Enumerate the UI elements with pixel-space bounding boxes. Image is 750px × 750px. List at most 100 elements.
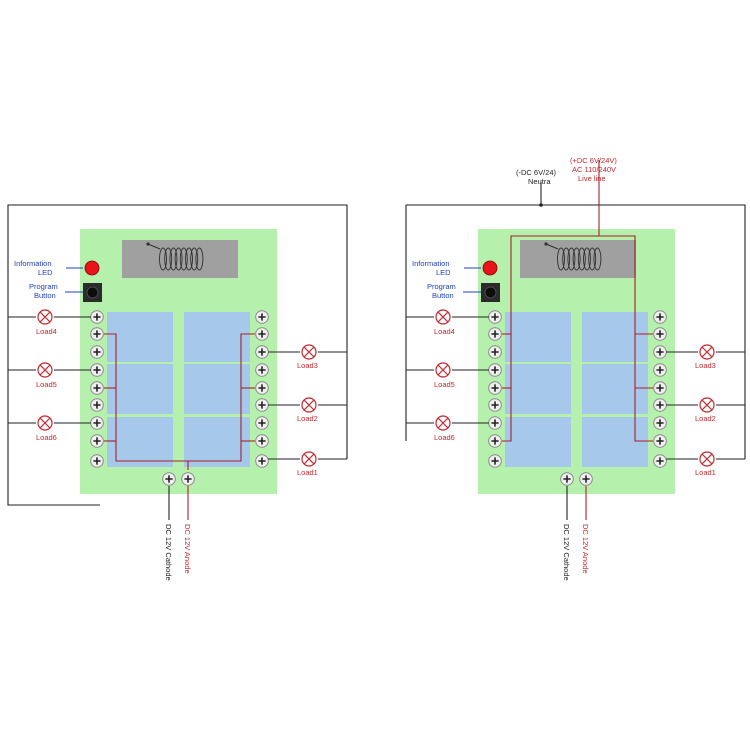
plus-icon xyxy=(656,330,664,338)
lamp-cross xyxy=(303,346,315,358)
terminal-right xyxy=(653,363,667,377)
terminal-right xyxy=(653,416,667,430)
load-label: Load6 xyxy=(434,433,455,442)
plus-icon xyxy=(258,330,266,338)
positive-bus-wire xyxy=(104,333,255,462)
program-button-label: Button xyxy=(432,291,454,300)
load-label: Load1 xyxy=(297,468,318,477)
plus-icon xyxy=(656,457,664,465)
relay-block xyxy=(505,417,571,467)
relay-block xyxy=(184,312,250,362)
coil-turn xyxy=(195,247,204,271)
lamp-icon xyxy=(435,415,451,431)
coil-turn xyxy=(164,247,173,271)
coil-turn xyxy=(572,247,581,271)
lamp-icon xyxy=(301,344,317,360)
plus-icon xyxy=(491,419,499,427)
program-button-knob xyxy=(86,286,99,299)
coil-turn xyxy=(557,247,565,271)
load-label: Load3 xyxy=(695,361,716,370)
terminal-right xyxy=(255,416,269,430)
coil-turn xyxy=(185,247,193,271)
live-label: Live line xyxy=(578,174,606,183)
relay-block xyxy=(107,312,173,362)
terminal-dc-anode xyxy=(579,472,593,486)
terminal-dc-cathode xyxy=(162,472,176,486)
plus-icon xyxy=(258,401,266,409)
relay-block xyxy=(582,312,648,362)
terminal-right xyxy=(255,345,269,359)
program-button-label: Program xyxy=(427,282,456,291)
dc-anode-label: DC 12V Anode xyxy=(581,524,590,574)
plus-icon xyxy=(656,313,664,321)
plus-icon xyxy=(656,419,664,427)
led-icon xyxy=(84,260,100,276)
info-led-label: Information xyxy=(14,259,52,268)
load-label: Load6 xyxy=(36,433,57,442)
lamp-icon xyxy=(699,344,715,360)
terminal-left xyxy=(90,345,104,359)
plus-icon xyxy=(93,348,101,356)
relay-block xyxy=(184,417,250,467)
dc-cathode-label: DC 12V Cathode xyxy=(562,524,571,581)
led-icon xyxy=(482,260,498,276)
terminal-dc-cathode xyxy=(560,472,574,486)
terminal-right xyxy=(255,381,269,395)
terminal-left xyxy=(90,310,104,324)
terminal-left xyxy=(488,381,502,395)
dc-cathode-label: DC 12V Cathode xyxy=(164,524,173,581)
terminal-left xyxy=(488,327,502,341)
load-label: Load2 xyxy=(297,414,318,423)
plus-icon xyxy=(491,313,499,321)
plus-icon xyxy=(656,437,664,445)
info-led-label: Information xyxy=(412,259,450,268)
plus-icon xyxy=(563,475,571,483)
common-wire xyxy=(7,204,348,506)
terminal-left xyxy=(90,434,104,448)
plus-icon xyxy=(656,366,664,374)
terminal-right xyxy=(255,398,269,412)
terminal-right xyxy=(255,310,269,324)
info-led-label: LED xyxy=(436,268,451,277)
lamp-cross xyxy=(303,453,315,465)
coil-turn xyxy=(562,247,571,271)
terminal-left xyxy=(488,345,502,359)
program-button-label: Program xyxy=(29,282,58,291)
relay-block xyxy=(582,417,648,467)
relay-block xyxy=(107,417,173,467)
terminal-right xyxy=(653,398,667,412)
lamp-icon xyxy=(37,415,53,431)
relay-block xyxy=(184,364,250,414)
plus-icon xyxy=(491,457,499,465)
plus-icon xyxy=(93,384,101,392)
relay-block xyxy=(505,364,571,414)
terminal-left xyxy=(90,327,104,341)
lamp-icon xyxy=(37,309,53,325)
coil-turn xyxy=(174,247,183,271)
plus-icon xyxy=(656,384,664,392)
terminal-left xyxy=(488,454,502,468)
plus-icon xyxy=(491,330,499,338)
plus-icon xyxy=(93,330,101,338)
plus-icon xyxy=(93,437,101,445)
terminal-right xyxy=(653,454,667,468)
terminal-left xyxy=(90,363,104,377)
antenna-tip xyxy=(544,242,548,246)
coil-turn xyxy=(577,247,586,271)
live-label: (+DC 6V/24V) xyxy=(570,156,617,165)
antenna-tip xyxy=(146,242,150,246)
plus-icon xyxy=(491,348,499,356)
plus-icon xyxy=(491,384,499,392)
plus-icon xyxy=(258,457,266,465)
coil-turn xyxy=(179,247,188,271)
terminal-right xyxy=(653,310,667,324)
load-label: Load2 xyxy=(695,414,716,423)
antenna-lead xyxy=(147,243,161,250)
plus-icon xyxy=(93,457,101,465)
plus-icon xyxy=(491,366,499,374)
antenna-lead xyxy=(545,243,559,250)
terminal-left xyxy=(90,454,104,468)
plus-icon xyxy=(582,475,590,483)
terminal-right xyxy=(255,434,269,448)
terminal-left xyxy=(488,416,502,430)
